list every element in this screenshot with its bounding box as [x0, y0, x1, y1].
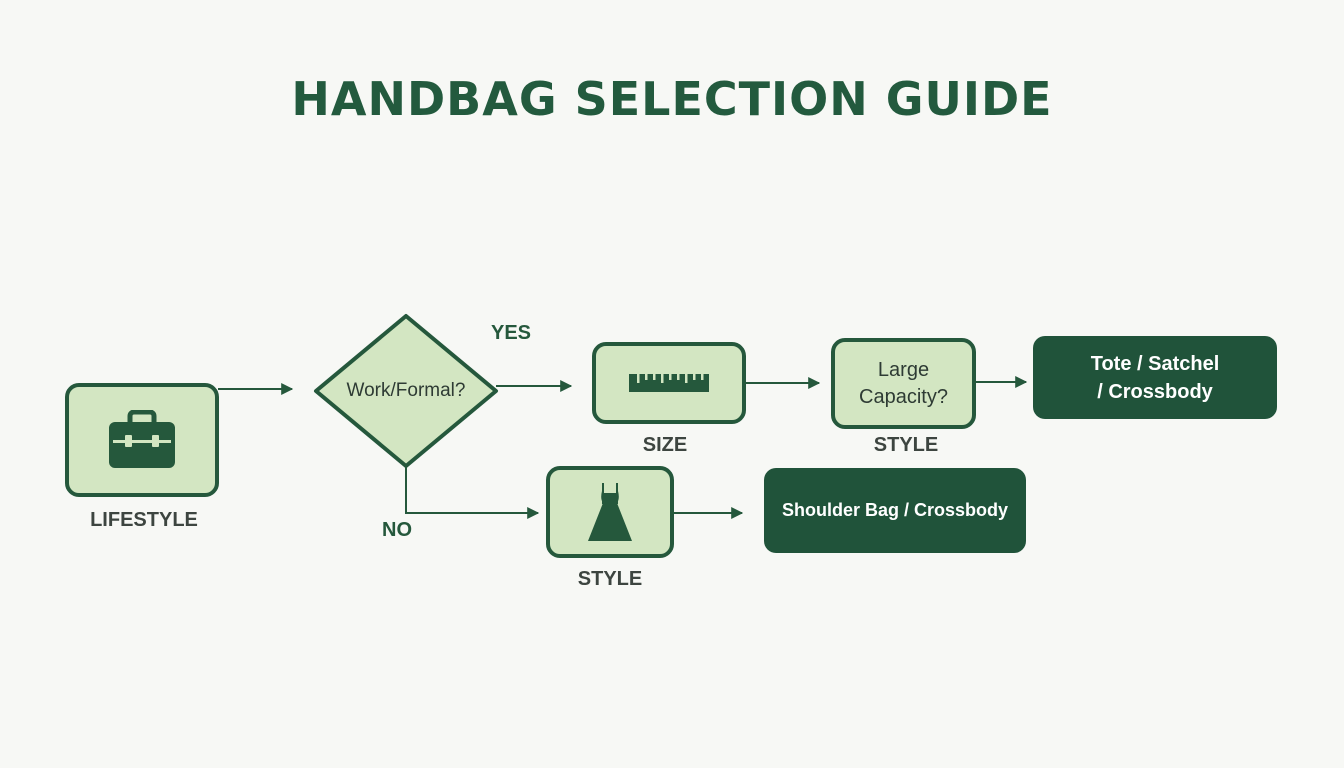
capacity-label-line1: Large — [877, 358, 930, 381]
branch-no-label: NO — [382, 519, 412, 541]
dress-icon — [588, 483, 632, 541]
decision-label: Work/Formal? — [346, 380, 466, 401]
dress-node — [546, 466, 674, 558]
capacity-label-line2: Capacity? — [859, 385, 948, 408]
ruler-icon — [629, 374, 709, 392]
size-caption: SIZE — [642, 434, 688, 456]
dress-caption: STYLE — [577, 568, 643, 590]
size-node — [592, 342, 746, 424]
lifestyle-node — [65, 383, 219, 497]
capacity-caption: STYLE — [873, 434, 939, 456]
branch-yes-label: YES — [491, 322, 532, 344]
result-shoulder-bag: Shoulder Bag / Crossbody — [764, 468, 1026, 553]
result-tote-satchel: Tote / Satchel / Crossbody — [1033, 336, 1277, 419]
page-title: HANDBAG SELECTION GUIDE — [291, 72, 1053, 126]
result-tote-line2: / Crossbody — [1097, 380, 1213, 403]
briefcase-icon — [109, 410, 175, 468]
decision-diamond — [314, 314, 498, 468]
result-tote-line1: Tote / Satchel — [1090, 352, 1220, 375]
arrow-decision-no-to-dress — [405, 466, 540, 519]
lifestyle-caption: LIFESTYLE — [90, 509, 198, 531]
capacity-node: Large Capacity? — [831, 338, 976, 429]
